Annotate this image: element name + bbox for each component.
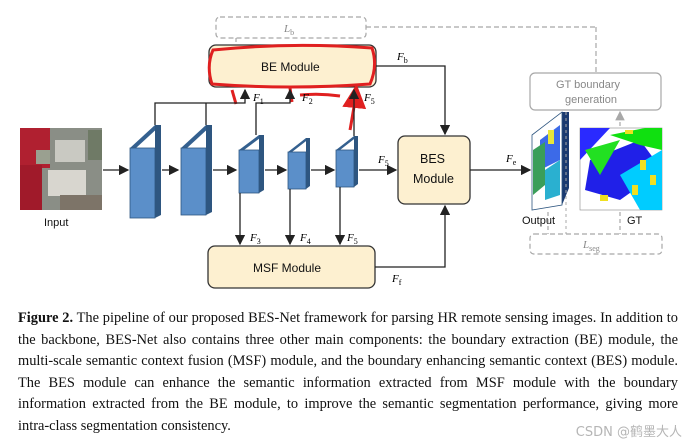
label-f2: F2	[301, 92, 313, 106]
label-ff: Ff	[391, 273, 402, 287]
input-image	[20, 128, 102, 210]
label-f3: F3	[249, 232, 261, 246]
label-f1: F1	[252, 92, 264, 106]
loss-seg-label: Lseg	[582, 239, 600, 253]
caption-label: Figure 2.	[18, 310, 74, 326]
label-fb: Fb	[396, 51, 408, 65]
feature-block-5	[335, 136, 358, 188]
feature-block-2	[180, 125, 212, 216]
feature-block-1	[129, 125, 161, 219]
output-label: Output	[522, 215, 555, 227]
be-module-label: BE Module	[261, 60, 320, 74]
label-fe: Fe	[505, 153, 517, 167]
connector-fb	[376, 65, 451, 136]
gt-boundary-box	[529, 72, 662, 111]
watermark: CSDN @鹤墨大人	[575, 425, 682, 440]
feature-block-4	[287, 138, 310, 190]
gt-boundary-label-2: generation	[565, 94, 617, 106]
bes-module-box	[397, 135, 471, 205]
gt-map	[579, 127, 663, 211]
gt-label: GT	[627, 215, 643, 227]
figure-caption: Figure 2. The pipeline of our proposed B…	[18, 308, 678, 438]
red-annotation-tick-1	[230, 89, 238, 105]
label-f5-bottom: F5	[346, 232, 358, 246]
label-f5-top: F5	[363, 92, 375, 106]
connector-f1	[154, 88, 251, 125]
red-annotation-outline	[207, 43, 377, 89]
input-label: Input	[44, 217, 68, 229]
label-f4: F4	[299, 232, 311, 246]
msf-module-label: MSF Module	[253, 261, 321, 275]
red-annotation-arrow	[342, 84, 367, 131]
feature-block-3	[238, 135, 264, 194]
bes-module-label-2: Module	[413, 172, 454, 186]
caption-text: The pipeline of our proposed BES-Net fra…	[18, 310, 678, 434]
bes-module-label-1: BES	[420, 152, 445, 166]
loss-seg-box	[529, 233, 663, 255]
gt-boundary-label-1: GT boundary	[556, 79, 621, 91]
red-annotation-tick-3	[299, 92, 341, 98]
pipeline-figure: Input BE Module F1 F	[20, 16, 663, 289]
output-map	[531, 111, 569, 211]
loss-b-label: Lb	[283, 23, 294, 37]
label-f5-mid: F5	[377, 154, 389, 168]
connector-f2	[255, 88, 296, 135]
connector-ff	[375, 204, 451, 268]
